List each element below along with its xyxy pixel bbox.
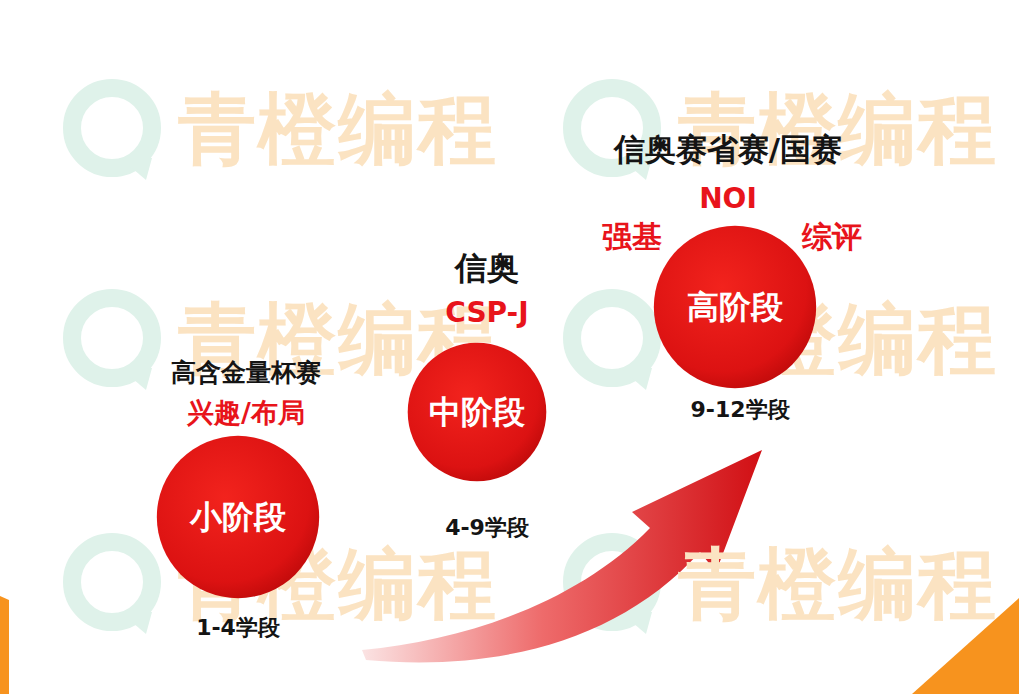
- heading: 高含金量杯赛: [171, 359, 321, 388]
- stage-name: 中阶段: [429, 394, 525, 431]
- grade-range: 4-9学段: [445, 515, 529, 540]
- stage-circle: 信奥CSP-J中阶段4-9学段: [407, 342, 547, 482]
- circle-fill: [157, 436, 319, 598]
- side-tag: 综评: [802, 220, 862, 255]
- stage-name: 小阶段: [190, 499, 286, 536]
- watermark: 青橙编程: [178, 90, 498, 168]
- stage-circle: 信奥赛省赛/国赛NOI强基综评高阶段9-12学段: [653, 225, 817, 389]
- watermark-icons: [72, 88, 652, 634]
- circle-fill: [408, 343, 547, 482]
- sub-heading: NOI: [699, 183, 757, 215]
- corner-triangle: [0, 596, 9, 694]
- grade-range: 9-12学段: [690, 397, 789, 422]
- circle-fill: [654, 226, 816, 388]
- heading: 信奥赛省赛/国赛: [614, 132, 842, 168]
- stage-circle: 高含金量杯赛兴趣/布局小阶段1-4学段: [156, 435, 320, 599]
- stage-name: 高阶段: [687, 289, 783, 326]
- heading: 信奥: [455, 250, 519, 287]
- grade-range: 1-4学段: [196, 615, 280, 640]
- sub-heading: 兴趣/布局: [187, 397, 305, 428]
- side-tag: 强基: [602, 220, 662, 255]
- sub-heading: CSP-J: [445, 297, 528, 329]
- watermark: 青橙编程: [678, 545, 998, 623]
